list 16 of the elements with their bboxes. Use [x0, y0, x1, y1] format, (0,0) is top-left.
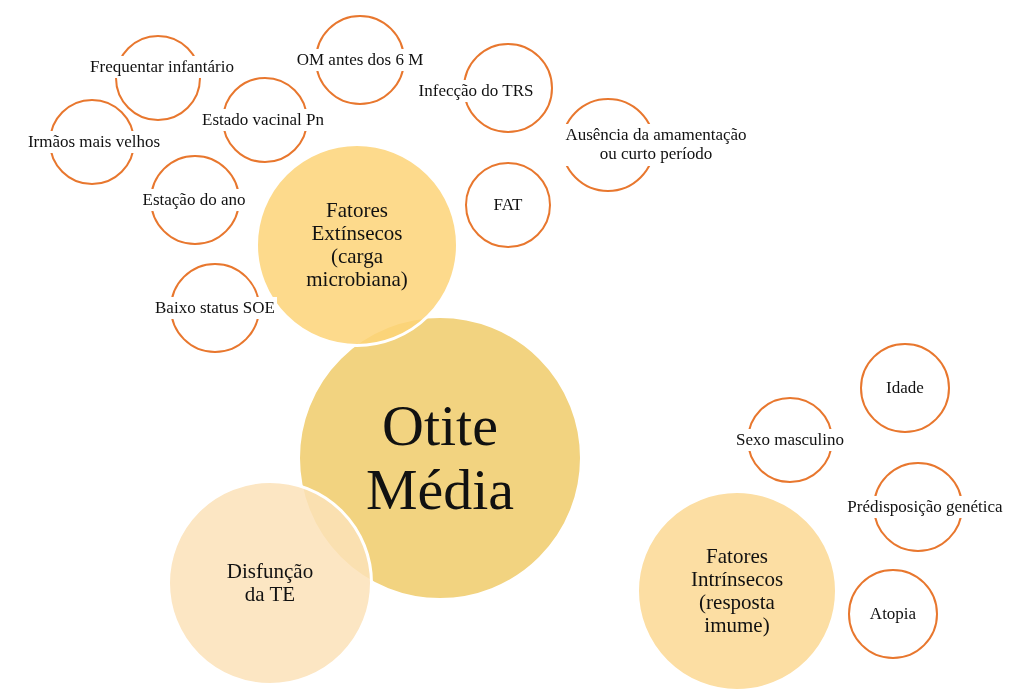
- topic-label: Otite Média: [364, 394, 516, 522]
- factor-label: Baixo status SOE: [153, 296, 277, 320]
- factor-label: Infecção do TRS: [416, 79, 536, 103]
- factor-label: Irmãos mais velhos: [25, 130, 163, 154]
- factor-bubble-drawing: [153, 262, 277, 354]
- factor-label: Frequentar infantário: [88, 55, 236, 79]
- factor-label: Prédisposição genética: [845, 495, 1005, 519]
- factor-label: OM antes dos 6 M: [294, 48, 426, 72]
- factor-label: Estado vacinal Pn: [200, 108, 326, 132]
- topic-label: Fatores Intrínsecos (resposta imume): [689, 544, 785, 638]
- factor-label: Estação do ano: [140, 188, 248, 212]
- topic-label: Fatores Extínsecos (carga microbiana): [305, 198, 409, 292]
- factor-bubble-drawing: [464, 161, 552, 249]
- factor-bubble-drawing: [847, 568, 939, 660]
- topic-label: Disfunção da TE: [225, 559, 315, 607]
- factor-bubble-drawing: [859, 342, 951, 434]
